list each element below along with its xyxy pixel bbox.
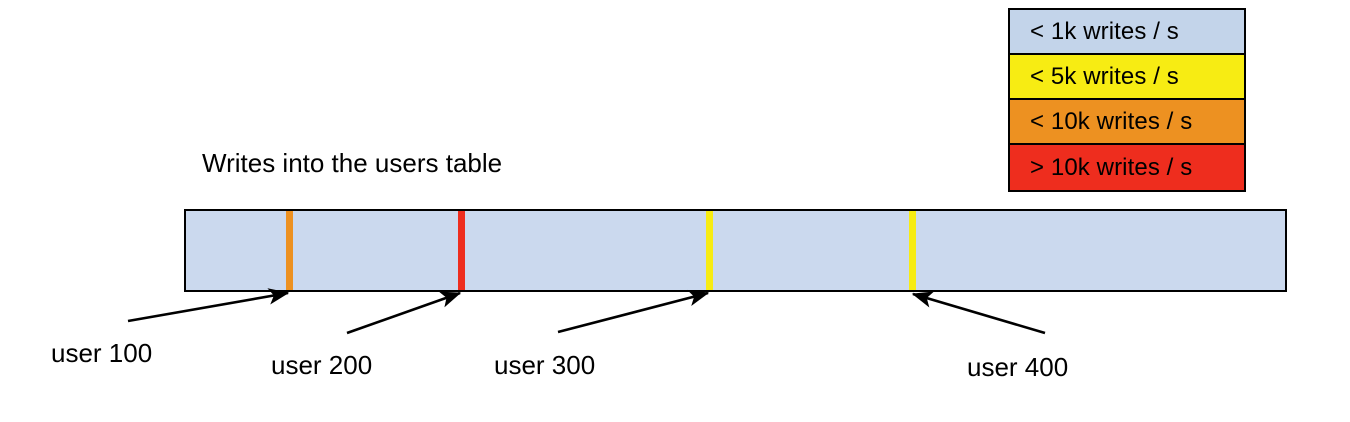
users-table-bar (184, 209, 1287, 292)
chart-title: Writes into the users table (202, 148, 503, 178)
bar-fill (186, 211, 1285, 290)
partition-stripe-user-200 (458, 211, 465, 290)
legend: < 1k writes / s < 5k writes / s < 10k wr… (1008, 8, 1246, 192)
legend-label-1: < 1k writes / s (1030, 17, 1179, 45)
legend-row-1: < 1k writes / s (1010, 10, 1244, 55)
arrow-user-400 (911, 291, 1046, 335)
partition-label-user-200: user 200 (271, 350, 373, 380)
arrow-user-100 (127, 288, 290, 323)
partition-label-user-400: user 400 (967, 352, 1069, 382)
legend-row-4: > 10k writes / s (1010, 145, 1244, 190)
legend-label-3: < 10k writes / s (1030, 107, 1193, 135)
arrow-user-200 (346, 291, 462, 335)
legend-label-4: > 10k writes / s (1030, 153, 1193, 181)
partition-stripe-user-300 (706, 211, 713, 290)
partition-label-user-300: user 300 (494, 350, 596, 380)
legend-label-2: < 5k writes / s (1030, 62, 1179, 90)
legend-row-2: < 5k writes / s (1010, 55, 1244, 100)
partition-label-user-100: user 100 (51, 338, 153, 368)
legend-row-3: < 10k writes / s (1010, 100, 1244, 145)
partition-stripe-user-400 (909, 211, 916, 290)
arrow-user-300 (557, 289, 710, 334)
partition-stripe-user-100 (286, 211, 293, 290)
